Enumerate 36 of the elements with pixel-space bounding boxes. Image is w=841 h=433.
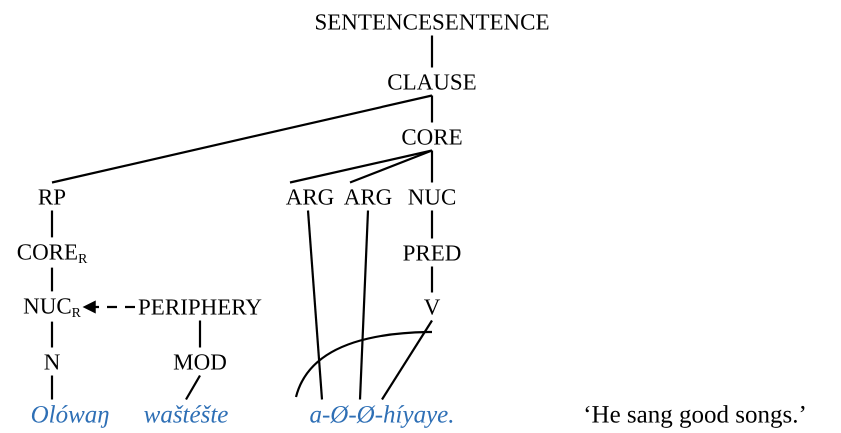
tree-line xyxy=(358,210,370,400)
tree-line xyxy=(50,376,54,400)
tree-line xyxy=(350,149,432,184)
node-label: PRED xyxy=(402,242,462,264)
tree-line xyxy=(52,94,432,184)
node-label: NUC$_{R}$ xyxy=(23,294,81,320)
tree-line xyxy=(430,266,434,292)
gloss-word: Olówaŋ xyxy=(30,402,110,428)
gloss-word: waštéšte xyxy=(144,402,228,428)
tree-line xyxy=(430,210,434,238)
translation-text: ‘He sang good songs.’ xyxy=(583,402,807,428)
arrow xyxy=(82,300,135,314)
node-label: ARG xyxy=(344,186,392,208)
node-label: CLAUSE xyxy=(387,70,477,94)
node-label: PERIPHERY xyxy=(138,296,262,318)
node-label: CORE xyxy=(401,126,463,148)
node-label: NUC xyxy=(408,186,456,208)
tree-line xyxy=(430,150,434,182)
node-label: V xyxy=(424,296,440,318)
gloss-word: a-Ø-Ø-híyaye. xyxy=(309,402,455,428)
node-label: SENTENCESENTENCE xyxy=(314,10,550,34)
node-label: N xyxy=(44,350,60,374)
node-label: ARG xyxy=(286,186,334,208)
tree-line xyxy=(185,374,201,400)
tree-line xyxy=(430,96,434,122)
tree-line xyxy=(50,268,54,292)
node-label: CORE$_{R}$ xyxy=(16,240,88,266)
tree-line xyxy=(381,320,433,400)
tree-line xyxy=(50,210,54,238)
tree-line xyxy=(50,322,54,348)
node-label: MOD xyxy=(173,350,227,374)
tree-line xyxy=(198,320,202,348)
tree-line xyxy=(290,149,432,184)
node-label: RP xyxy=(38,186,66,208)
tree-line xyxy=(430,36,434,68)
tree-line xyxy=(306,210,324,400)
